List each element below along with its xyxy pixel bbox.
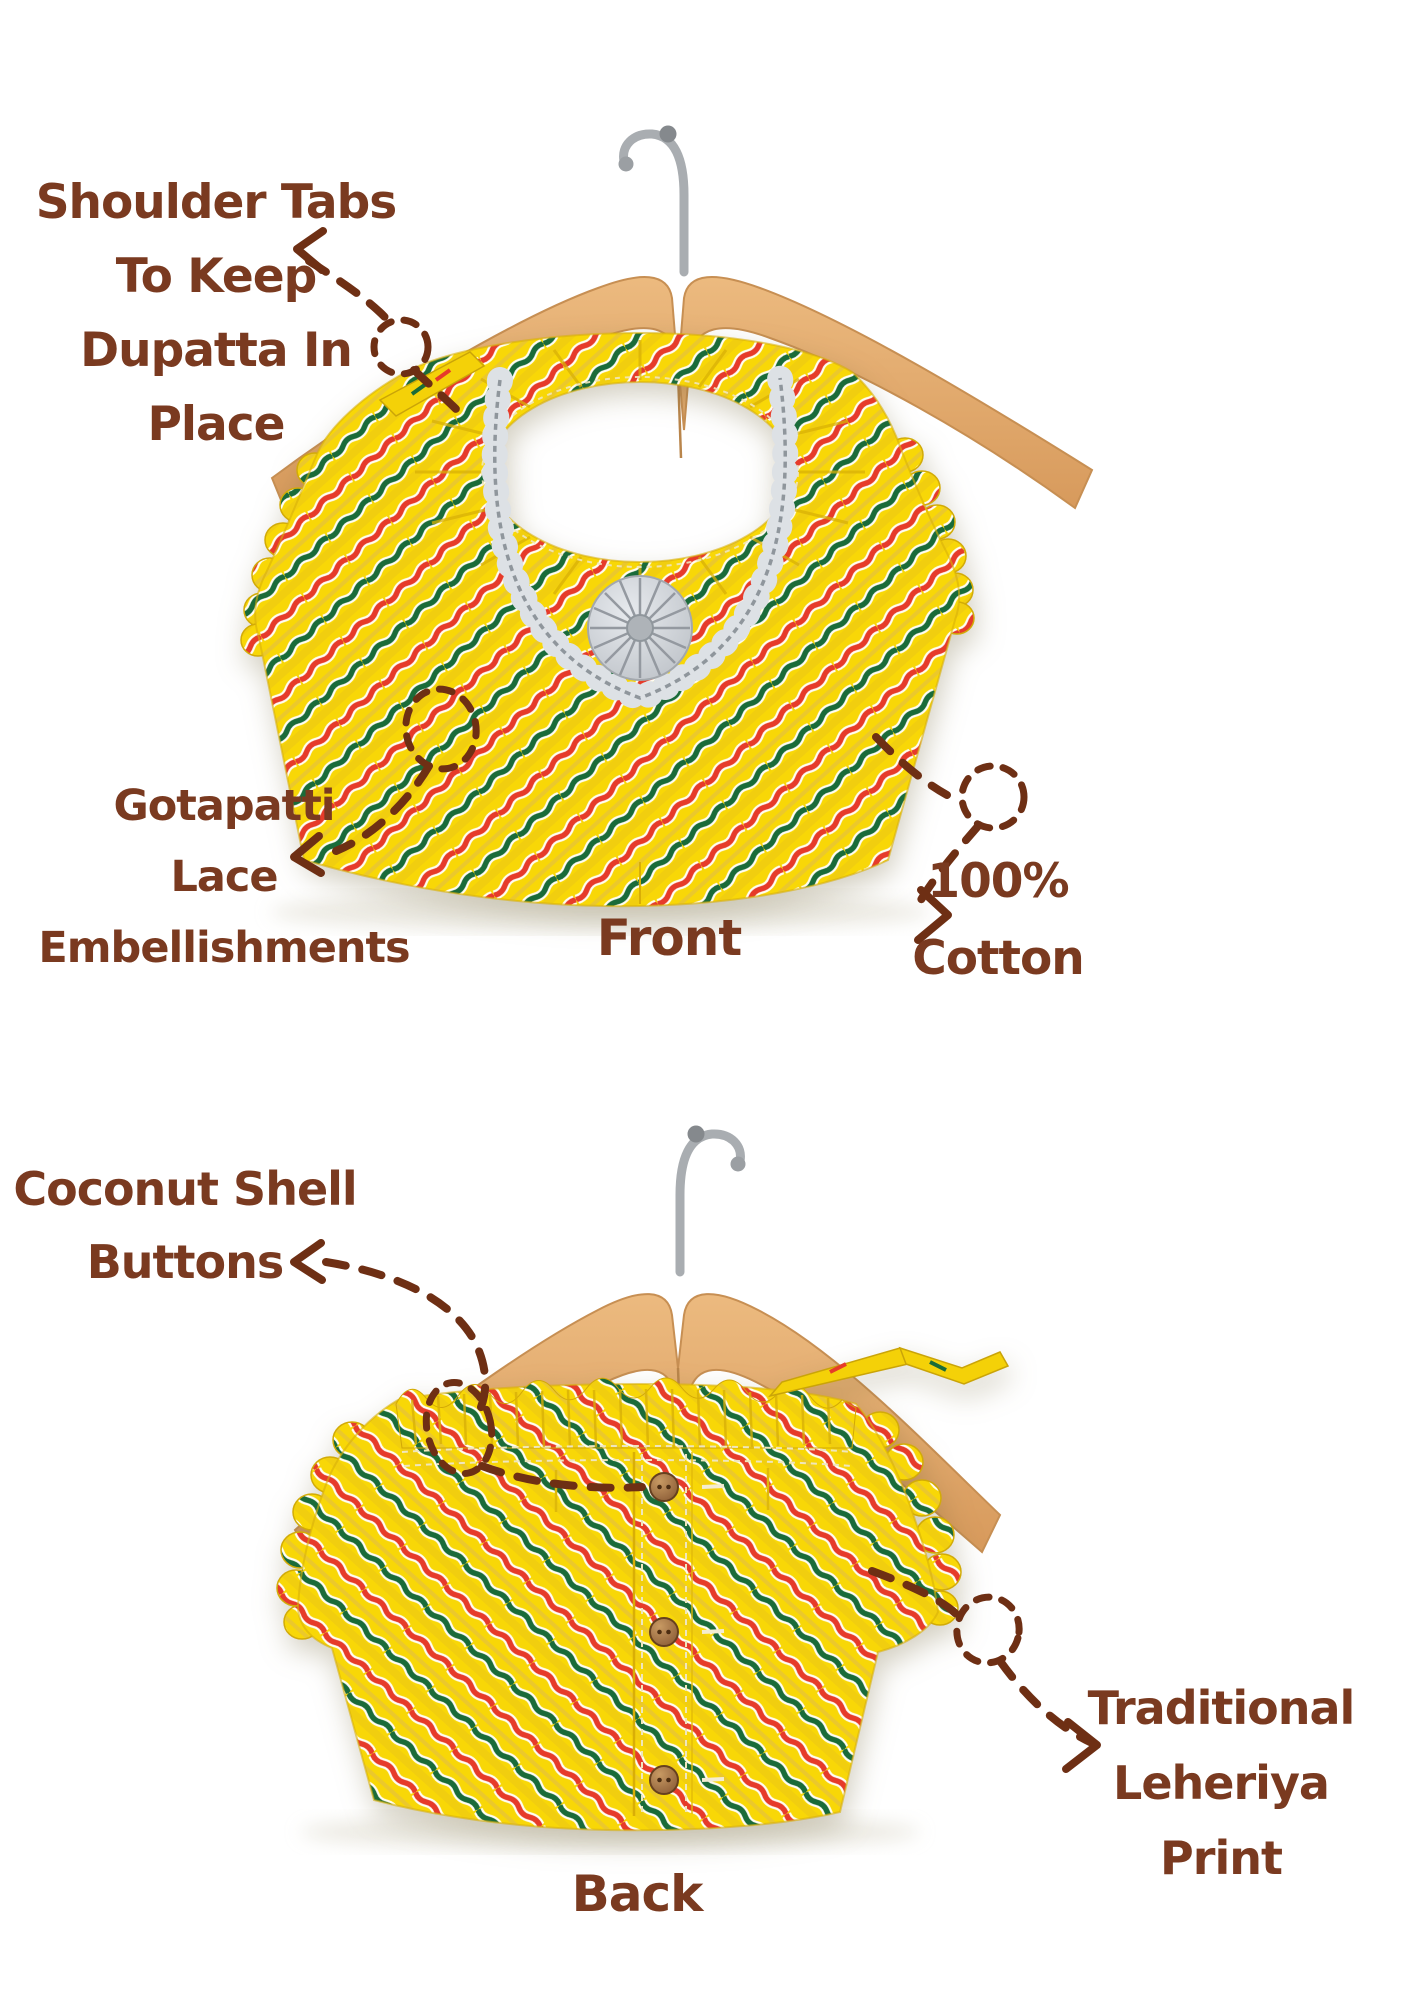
hook-ball (730, 1156, 746, 1172)
back-blouse (276, 1346, 1010, 1832)
gotapatti-annotation (290, 685, 480, 877)
leheriya-annotation (868, 1567, 1101, 1773)
callout-line: Traditional (1087, 1681, 1356, 1735)
arrowhead-right-icon (914, 886, 952, 944)
dashed-circle-highlight (402, 685, 480, 773)
dashed-circle-highlight (953, 1593, 1023, 1667)
coconut-button (649, 1472, 679, 1502)
arrowhead-right-icon (1062, 1718, 1101, 1773)
dashed-circle-highlight (370, 316, 432, 378)
cotton-annotation (872, 733, 1028, 944)
back-hanger-hook-icon (675, 1129, 745, 1277)
view-label-text: Back (571, 1865, 704, 1923)
callout-line: Coconut Shell (13, 1162, 357, 1216)
hook-ferrule (659, 125, 677, 143)
callout-coconut-buttons: Coconut Shell Buttons (0, 1153, 370, 1299)
callout-line: Print (1160, 1831, 1283, 1885)
front-hanger-hook-icon (619, 129, 689, 277)
front-neck-stitching (481, 376, 799, 568)
front-view-label: Front (569, 908, 769, 968)
callout-shoulder-tabs: Shoulder Tabs To Keep Dupatta In Place (18, 166, 414, 462)
callout-gotapatti-lace: Gotapatti Lace Embellishments (14, 771, 434, 984)
coconut-button (649, 1765, 679, 1795)
back-darts (554, 1468, 770, 1512)
dashed-loop (958, 762, 1028, 832)
view-label-text: Front (596, 909, 742, 967)
callout-line: To Keep (115, 249, 317, 304)
shoulder-tabs-annotation (293, 227, 462, 415)
gota-rosette (587, 575, 693, 681)
callout-line: Buttons (86, 1235, 285, 1289)
callout-line: Shoulder Tabs (35, 175, 398, 230)
callout-leheriya-print: Traditional Leheriya Print (1046, 1671, 1396, 1896)
front-hanger (270, 125, 1094, 524)
hook-ferrule (687, 1125, 705, 1143)
coconut-buttons (649, 1472, 679, 1795)
callout-line: Place (147, 397, 285, 452)
hook-ball (618, 156, 634, 172)
callout-line: Gotapatti (113, 781, 335, 831)
back-button-placket (632, 1452, 725, 1816)
coconut-buttons-annotation (290, 1239, 646, 1492)
callout-line: Cotton (912, 931, 1084, 986)
callout-cotton: 100% Cotton (893, 843, 1103, 997)
arrowhead-left-icon (290, 832, 325, 877)
callout-line: Lace (170, 852, 278, 902)
back-neckband-stitching (401, 1445, 854, 1467)
front-hanger-seam (676, 371, 683, 459)
coconut-button (649, 1617, 679, 1647)
back-shoulder-tab (767, 1346, 1010, 1398)
dashed-circle-highlight (422, 1379, 496, 1477)
arrowhead-left-icon (290, 1239, 326, 1284)
front-floor-shadow (270, 892, 930, 932)
gotapatti-lace (481, 365, 799, 712)
callout-line: Dupatta In (80, 323, 353, 378)
callout-line: Leheriya (1113, 1756, 1330, 1810)
back-view-label: Back (537, 1864, 737, 1924)
callout-line: Embellishments (38, 923, 410, 973)
callout-line: 100% (927, 854, 1069, 909)
